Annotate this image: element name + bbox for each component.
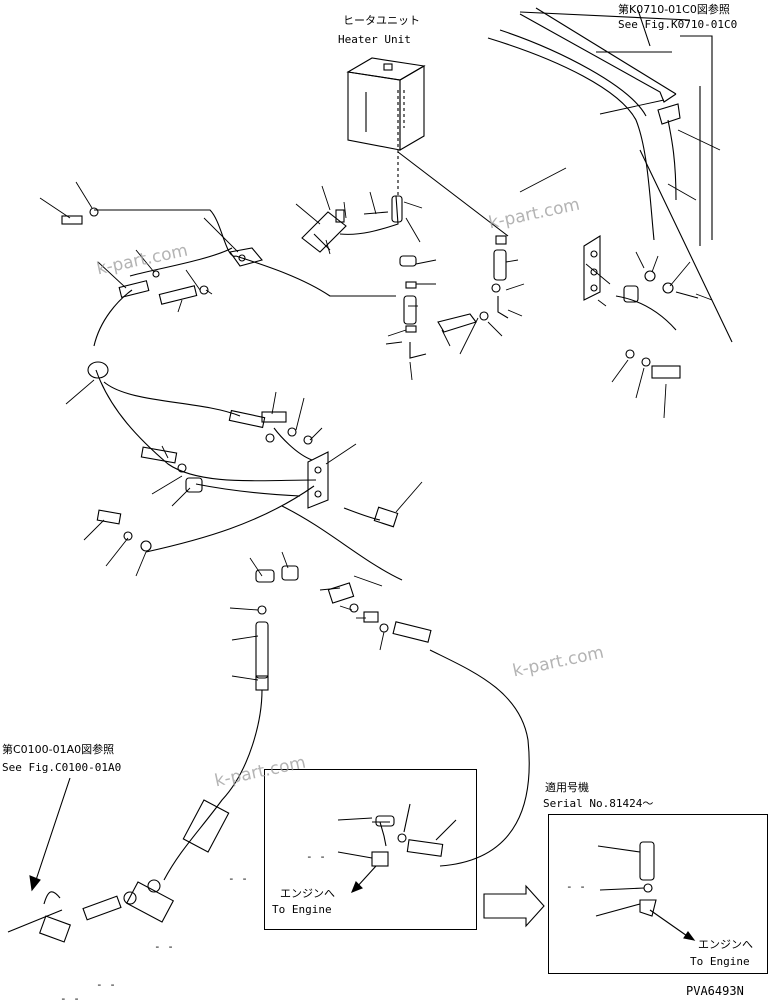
dash-mark: - -: [154, 940, 174, 953]
bracket-plate-right: [583, 235, 699, 379]
engine-inset-box-2: [548, 814, 768, 974]
heater-pipes: [301, 195, 509, 359]
to-engine-1-jp: エンジンへ: [280, 887, 335, 900]
ref-k0710-en: See Fig.K0710-01C0: [618, 18, 738, 31]
engine-inset-box-1: [264, 769, 477, 930]
dash-mark: - -: [228, 872, 248, 885]
dash-mark: - -: [60, 992, 80, 1003]
ref-c0100-jp: 第C0100-01A0図参照: [2, 743, 115, 756]
dash-mark: - -: [306, 850, 326, 863]
heater-unit-box: [346, 57, 426, 196]
to-engine-2-en: To Engine: [690, 955, 750, 968]
engine-inset-2-parts: [595, 841, 696, 941]
to-engine-1-en: To Engine: [272, 903, 332, 916]
leader-lines: [39, 99, 721, 681]
serial-en: Serial No.81424～: [543, 797, 654, 810]
left-parts: [7, 207, 530, 943]
drawing-code: PVA6493N: [686, 984, 744, 998]
heater-unit-en: Heater Unit: [338, 33, 411, 46]
heater-unit-jp: ヒータユニット: [343, 14, 420, 27]
harness-lines: [93, 151, 509, 581]
dash-mark: - -: [96, 978, 116, 991]
ref-c0100-en: See Fig.C0100-01A0: [2, 761, 122, 774]
dash-mark: - -: [566, 880, 586, 893]
cab-frame: [487, 7, 733, 343]
ref-k0710-jp: 第K0710-01C0図参照: [618, 3, 730, 16]
to-engine-2-jp: エンジンへ: [698, 938, 753, 951]
reference-arrows: [29, 9, 651, 928]
engine-inset-1-parts: [337, 803, 457, 893]
serial-jp: 適用号機: [545, 781, 589, 794]
